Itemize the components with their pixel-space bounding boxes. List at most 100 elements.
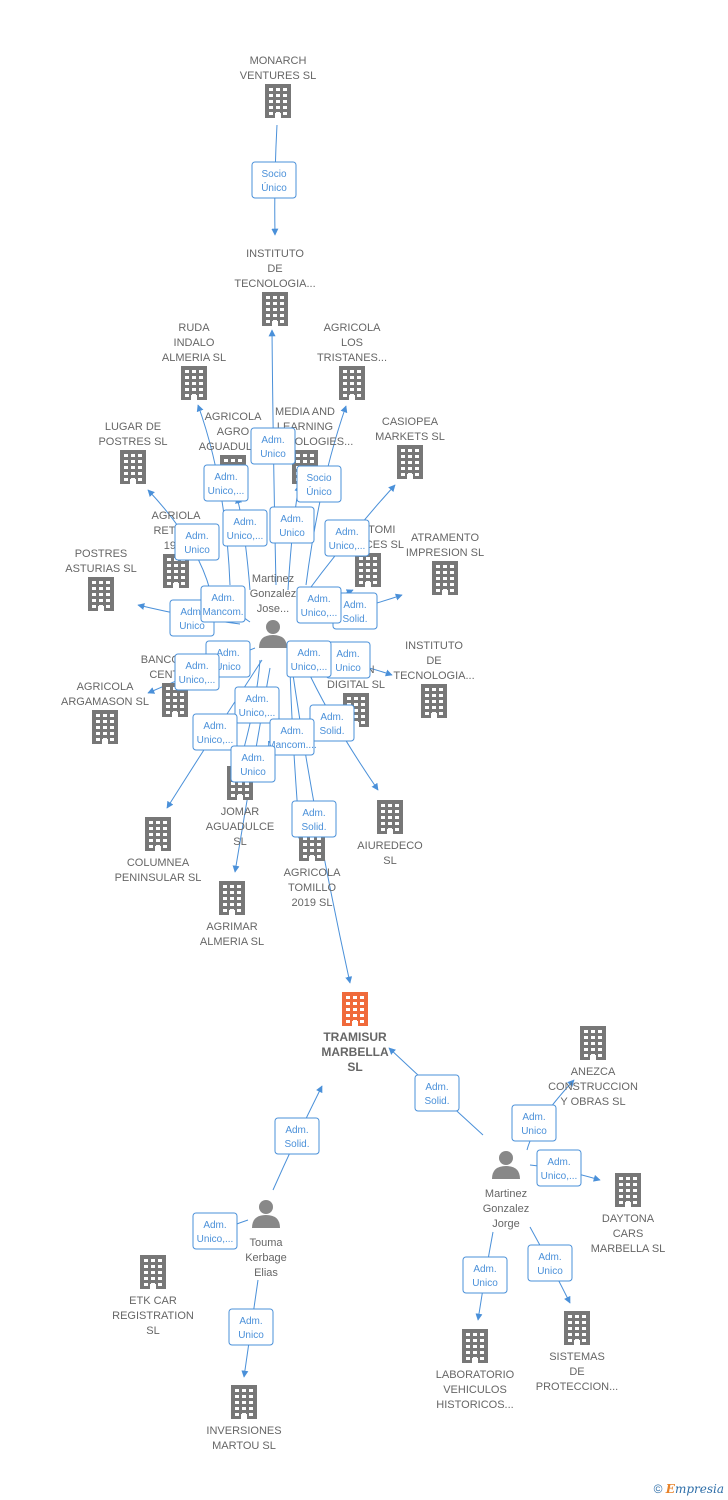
edge-label-box [511,1104,557,1142]
node-label: SL [347,1060,362,1074]
node-label: CARS [613,1228,644,1240]
node-instituto1[interactable]: INSTITUTODETECNOLOGIA... [234,248,316,326]
edge-label-box [291,800,337,838]
edge-label-martinez_jose-atramento[interactable]: Adm.Solid. [332,592,378,630]
node-label: AGRO [217,426,250,438]
edge-label-touma-tramisur[interactable]: Adm.Solid. [274,1117,320,1155]
edge-label-text: Adm. [203,1220,226,1231]
edge-label-martinez_jorge-tramisur[interactable]: Adm.Solid. [414,1074,460,1112]
edge-label-martinez_jose-agricola_arg[interactable]: Adm.Unico,... [174,653,220,691]
node-label: MARTOU SL [212,1440,276,1452]
edge-label-text: Adm. [473,1264,496,1275]
edge-label-martinez_jose-nayatomi[interactable]: Adm.Unico,... [296,586,342,624]
footer-brand[interactable]: © Empresia [654,1482,724,1496]
edge-label-text: Adm. [203,721,226,732]
edge-label-martinez_jose-agricola_agro[interactable]: Adm.Unico,... [222,509,268,547]
edge-label-martinez_jose-agriola[interactable]: Adm.Mancom. [200,585,246,623]
node-label: REGISTRATION [112,1310,194,1322]
edge-label-martinez_jose-tis[interactable]: Adm.Unico,... [286,640,332,678]
edge-label-martinez_jose-jomar[interactable]: Adm.Unico,... [234,686,280,724]
node-agricola_tristanes[interactable]: AGRICOLALOSTRISTANES... [317,322,387,400]
edge-label-martinez_jose-columnea[interactable]: Adm.Unico,... [192,713,238,751]
node-label: MEDIA AND [275,406,335,418]
edge-label-text: Adm. [233,517,256,528]
edge-label-martinez_jose-ruda[interactable]: Adm.Unico,... [203,464,249,502]
edge-label-martinez_jorge-daytona[interactable]: Adm.Unico,... [536,1149,582,1187]
node-label: Jorge [492,1218,520,1230]
edge-label-martinez_jose-casiopea[interactable]: Adm.Unico,... [324,519,370,557]
edge-label-martinez_jose-agrimar[interactable]: Adm.Unico [230,745,276,783]
node-laboratorio[interactable]: LABORATORIOVEHICULOSHISTORICOS... [436,1329,515,1411]
node-label: MARBELLA SL [591,1243,666,1255]
edge-label-text: Unico [260,449,286,460]
edge-label-text: Unico,... [329,541,366,552]
building-icon [262,292,288,326]
edge-label-text: Socio [306,473,331,484]
node-label: Kerbage [245,1252,287,1264]
node-label: COLUMNEA [127,857,190,869]
edge-label-text: Adm. [285,1125,308,1136]
edge-label-martinez_jose-lugar[interactable]: Adm.Unico [174,523,220,561]
edge-label-martinez_jose-tomillo[interactable]: Adm.Mancom.... [267,718,317,756]
node-label: ANEZCA [571,1066,616,1078]
node-martinez_jose[interactable]: MartinezGonzalezJose... [250,573,296,648]
node-label: PROTECCION... [536,1381,619,1393]
edge-label-martinez_jose-instituto1[interactable]: Adm.Unico [250,427,296,465]
edge-label-text: Adm. [185,531,208,542]
node-sistemas[interactable]: SISTEMASDEPROTECCION... [536,1311,619,1393]
edge-label-text: Unico [215,662,241,673]
edge-label-text: Adm. [211,593,234,604]
edge-label-martinez_jorge-sistemas[interactable]: Adm.Unico [527,1244,573,1282]
edge-label-box [250,427,296,465]
edge-label-text: Unico,... [291,662,328,673]
edge-label-text: Adm. [307,594,330,605]
node-label: RUDA [178,322,210,334]
edge-label-text: Adm. [425,1082,448,1093]
person-icon [259,620,287,648]
building-icon [432,561,458,595]
edge-label-martinez_jose-aiuredeco[interactable]: Adm.Solid. [309,704,355,742]
copyright-symbol: © [653,1482,663,1496]
edge-label-martinez_jose-instituto2[interactable]: Adm.Unico [325,641,371,679]
edge-label-martinez_jose-tramisur[interactable]: Adm.Solid. [291,800,337,838]
edge-label-touma-inversiones[interactable]: Adm.Unico [228,1308,274,1346]
edge-label-text: Unico [240,767,266,778]
edge-label-touma-etk[interactable]: Adm.Unico,... [192,1212,238,1250]
node-label: ARGAMASON SL [61,696,149,708]
edge-label-box [192,713,238,751]
node-label: VENTURES SL [240,70,316,82]
edge-label-martinez_jorge-laboratorio[interactable]: Adm.Unico [462,1256,508,1294]
node-label: 2019 SL [292,897,333,909]
building-icon [140,1255,166,1289]
node-label: INSTITUTO [405,640,463,652]
edge-label-text: Unico [179,621,205,632]
node-instituto2[interactable]: INSTITUTODETECNOLOGIA... [393,640,475,718]
edge-label-martinez_jorge-anezca[interactable]: Adm.Unico [511,1104,557,1142]
edge-label-text: Unico [279,528,305,539]
edge-label-martinez_jose-media[interactable]: Adm.Unico [269,506,315,544]
node-label: MARKETS SL [375,431,445,443]
edge-label-text: Unico,... [208,486,245,497]
node-label: TRAMISUR [323,1030,387,1044]
node-label: LOS [341,337,363,349]
